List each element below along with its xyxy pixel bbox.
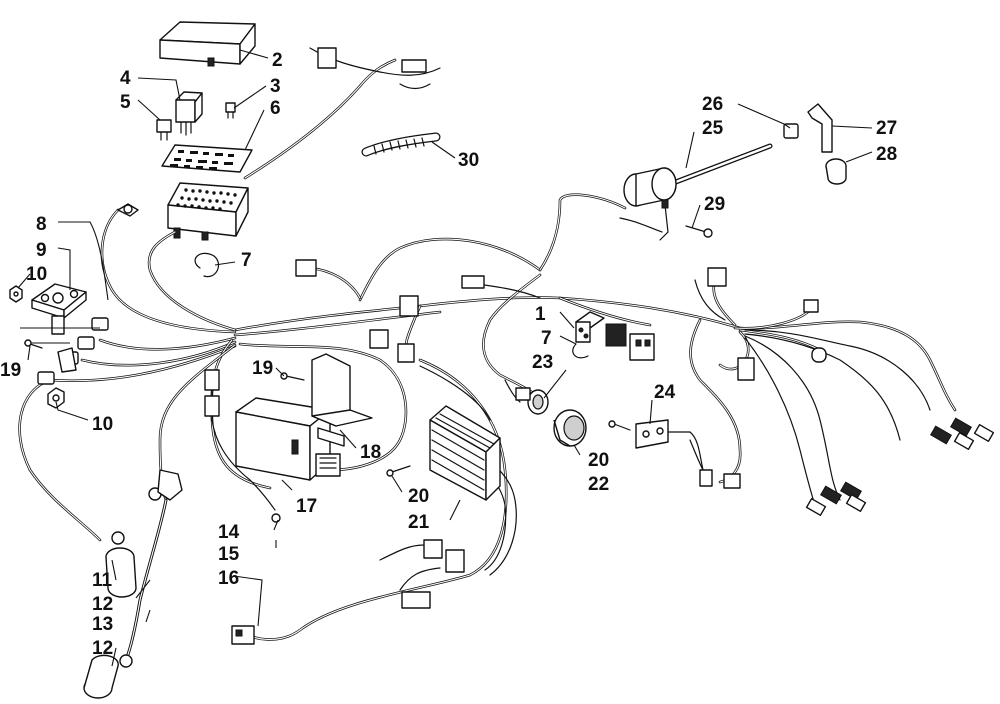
callout-15: 15 [218,544,240,565]
battery-cables [111,469,183,668]
callout-10-lower: 10 [92,414,113,435]
connector-14 [204,369,281,523]
callout-14: 14 [218,522,240,543]
nut-upper [9,285,23,303]
callout-19-center: 19 [252,358,273,379]
callout-19-left: 19 [0,360,21,381]
main-harness [18,58,957,641]
terminal-boot-lower [83,654,119,699]
screw-20-right [608,420,631,431]
right-connectors [461,267,827,489]
callout-22: 22 [588,474,609,495]
callout-18: 18 [360,442,381,463]
callout-12-lower: 12 [92,638,113,659]
callout-20-right: 20 [588,450,609,471]
callout-8: 8 [36,214,47,235]
callout-6: 6 [270,98,281,119]
callout-7-lower: 7 [541,328,552,349]
callout-29: 29 [704,194,725,215]
callout-9: 9 [36,240,47,261]
leader-lines [17,49,873,667]
nut-lower [47,387,65,409]
callout-3: 3 [270,76,281,97]
callout-20-center: 20 [408,486,429,507]
callout-11: 11 [92,570,113,591]
relay [175,91,203,136]
callout-10-upper: 10 [26,264,47,285]
callout-17: 17 [296,496,317,517]
starter-solenoid [31,283,87,335]
connector-16 [231,625,255,645]
fuse-large [156,119,172,141]
fuse-small [225,102,236,119]
callout-25: 25 [702,118,724,139]
spark-plug-boot [783,103,847,185]
switch-22 [553,409,587,447]
fuse-decal [161,144,253,173]
harness-connectors-upper [295,47,427,363]
screw-20-center [386,465,411,477]
callout-21: 21 [408,512,430,533]
ignition-coil [623,143,773,241]
callout-24: 24 [654,382,676,403]
harness-connectors-lower [379,539,465,609]
cdi-bracket [311,353,373,447]
tie-strap [194,252,219,278]
callout-16: 16 [218,568,239,589]
solenoid-terminals [20,317,109,385]
callout-7-upper: 7 [241,250,252,271]
tie-strap-lower [572,343,589,359]
callout-labels: 1 2 3 4 5 6 7 7 8 9 10 10 11 12 13 12 14… [0,50,897,659]
callout-28: 28 [876,144,897,165]
callout-2: 2 [272,50,283,71]
callout-30: 30 [458,150,479,171]
fuse-block [167,182,249,241]
cdi-module [235,397,331,481]
callout-27: 27 [876,118,897,139]
voltage-regulator [429,405,501,501]
bullet-connectors [805,417,995,517]
callout-23: 23 [532,352,553,373]
screw-19-left [24,339,43,349]
callout-13: 13 [92,614,113,635]
screw-29 [685,225,713,238]
callout-5: 5 [120,92,131,113]
vent-hose [361,132,441,157]
ring-terminal [117,203,139,217]
plate-bracket [635,419,713,487]
callout-1: 1 [535,304,546,325]
switch-23 [527,389,549,415]
fuse-box-cover [159,21,256,67]
multi-pin-connector [575,311,655,361]
callout-26: 26 [702,94,723,115]
callout-12-upper: 12 [92,594,113,615]
callout-4: 4 [120,68,131,89]
screw-19-center [280,372,305,381]
cdi-plug [315,453,341,477]
